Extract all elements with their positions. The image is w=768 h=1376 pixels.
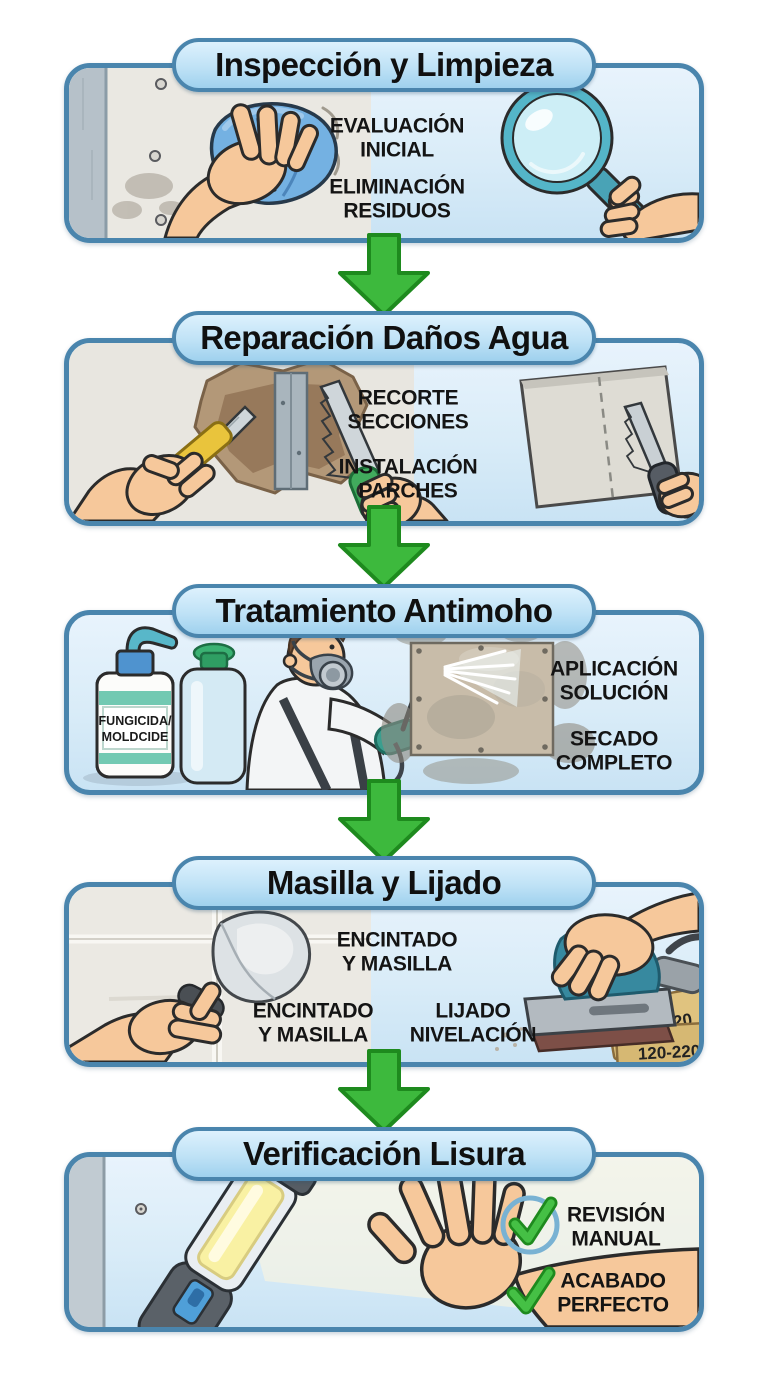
- patch-hand-icon: [656, 471, 699, 519]
- down-arrow-icon: [338, 233, 430, 317]
- backpack-sprayer-icon: [179, 642, 247, 785]
- bottle-label-line2: MOLDCIDE: [102, 730, 169, 744]
- step4-title: Masilla y Lijado: [266, 864, 502, 901]
- grit-label-2: 120-220: [637, 1041, 699, 1062]
- step3-label-secado: SECADO COMPLETO: [555, 727, 673, 774]
- step-panel-inspeccion-limpieza: EVALUACIÓN INICIAL ELIMINACIÓN RESIDUOS: [64, 63, 704, 243]
- holding-hand-icon: [599, 175, 699, 238]
- wall-background: [69, 1157, 147, 1327]
- step2-title-banner: Reparación Daños Agua: [172, 311, 596, 365]
- step4-illustration: 120-220 120-220: [69, 887, 699, 1062]
- check-circle-icon: [500, 1195, 560, 1255]
- step1-label-eliminacion: ELIMINACIÓN RESIDUOS: [329, 175, 465, 222]
- step1-title-banner: Inspección y Limpieza: [172, 38, 596, 92]
- step4-title-banner: Masilla y Lijado: [172, 856, 596, 910]
- step-panel-masilla-lijado: 120-220 120-220: [64, 882, 704, 1067]
- step2-label-instalacion: INSTALACIÓN PARCHES: [338, 455, 478, 502]
- step2-title: Reparación Daños Agua: [200, 319, 568, 356]
- step2-label-recorte: RECORTE SECCIONES: [347, 386, 469, 433]
- step5-title: Verificación Lisura: [242, 1135, 526, 1172]
- bottle-label-line1: FUNGICIDA/: [99, 714, 172, 728]
- step-panel-reparacion-danos: RECORTE SECCIONES INSTALACIÓN PARCHES: [64, 338, 704, 526]
- step3-title-banner: Tratamiento Antimoho: [172, 584, 596, 638]
- dust-particles: [487, 1027, 523, 1051]
- step3-label-aplicacion: APLICACIÓN SOLUCIÓN: [550, 657, 678, 704]
- check-mark-icon: [506, 1266, 556, 1315]
- down-arrow-icon: [338, 779, 430, 863]
- putty-hand-icon: [69, 981, 223, 1062]
- step5-title-banner: Verificación Lisura: [172, 1127, 596, 1181]
- step4-label-encintado-bottom: ENCINTADO Y MASILLA: [252, 999, 374, 1046]
- down-arrow-icon: [338, 505, 430, 589]
- wiping-hand-icon: [163, 103, 320, 238]
- step2-illustration: [69, 343, 699, 521]
- step5-label-acabado: ACABADO PERFECTO: [557, 1269, 669, 1316]
- knife-hand-icon: [69, 451, 216, 521]
- fungicide-bottle-icon: FUNGICIDA/ MOLDCIDE: [83, 626, 195, 786]
- hand-checking-wall-icon: [367, 1163, 699, 1327]
- magnifying-glass-icon: [500, 81, 657, 238]
- sander-hand-icon: [550, 891, 699, 1002]
- step1-label-evaluacion: EVALUACIÓN INICIAL: [329, 114, 465, 161]
- down-arrow-icon: [338, 1049, 430, 1133]
- step5-label-revision: REVISIÓN MANUAL: [567, 1203, 665, 1250]
- step4-label-encintado-top: ENCINTADO Y MASILLA: [336, 928, 458, 975]
- step4-label-lijado: LIJADO NIVELACIÓN: [409, 999, 537, 1046]
- step3-title: Tratamiento Antimoho: [215, 592, 554, 629]
- step1-title: Inspección y Limpieza: [215, 46, 553, 83]
- step1-illustration: [69, 68, 699, 238]
